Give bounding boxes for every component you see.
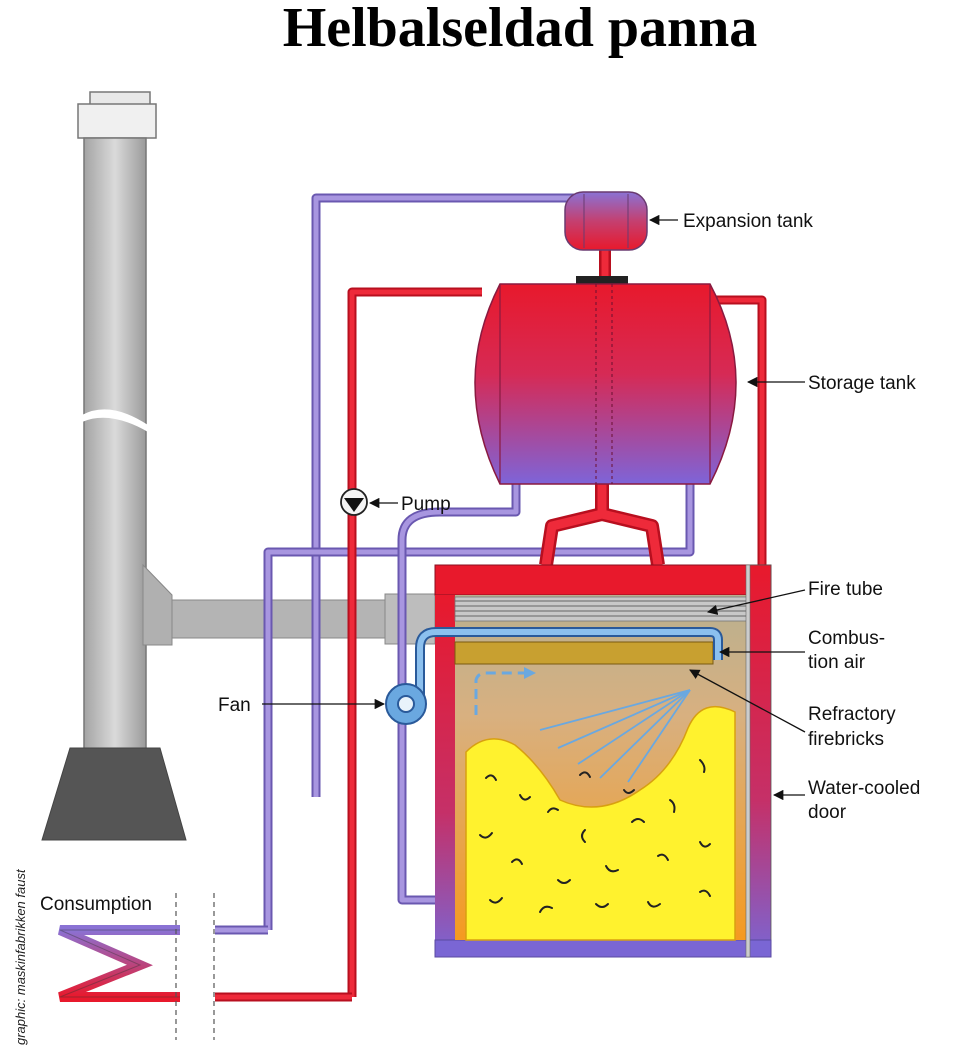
label-pump: Pump bbox=[401, 494, 451, 515]
return-pipes bbox=[215, 193, 695, 935]
labels: Expansion tank Storage tank Pump Fire tu… bbox=[40, 211, 920, 915]
combustion-air-duct bbox=[415, 627, 723, 702]
pump bbox=[340, 488, 368, 516]
label-water-cooled-line1: Water-cooled bbox=[808, 778, 920, 799]
graphic-credit: graphic: maskinfabrikken faust bbox=[13, 868, 28, 1045]
label-refractory-line1: Refractory bbox=[808, 704, 896, 725]
label-fan: Fan bbox=[218, 695, 251, 716]
fan bbox=[385, 683, 427, 725]
label-storage-tank: Storage tank bbox=[808, 373, 916, 394]
storage-tank bbox=[474, 283, 737, 485]
label-combustion-air-line1: Combus- bbox=[808, 628, 885, 649]
supply-pipes bbox=[215, 248, 767, 1002]
label-expansion-tank: Expansion tank bbox=[683, 211, 813, 232]
chimney bbox=[41, 91, 436, 841]
label-refractory-line2: firebricks bbox=[808, 729, 884, 750]
leader-lines bbox=[262, 214, 806, 801]
label-combustion-air-line2: tion air bbox=[808, 652, 866, 673]
expansion-tank bbox=[564, 191, 648, 284]
label-fire-tube: Fire tube bbox=[808, 579, 883, 600]
label-water-cooled-line2: door bbox=[808, 802, 847, 823]
consumption-loop bbox=[57, 893, 215, 1040]
label-consumption: Consumption bbox=[40, 894, 152, 915]
page-title: Helbalseldad panna bbox=[282, 0, 758, 59]
boiler bbox=[434, 564, 772, 958]
